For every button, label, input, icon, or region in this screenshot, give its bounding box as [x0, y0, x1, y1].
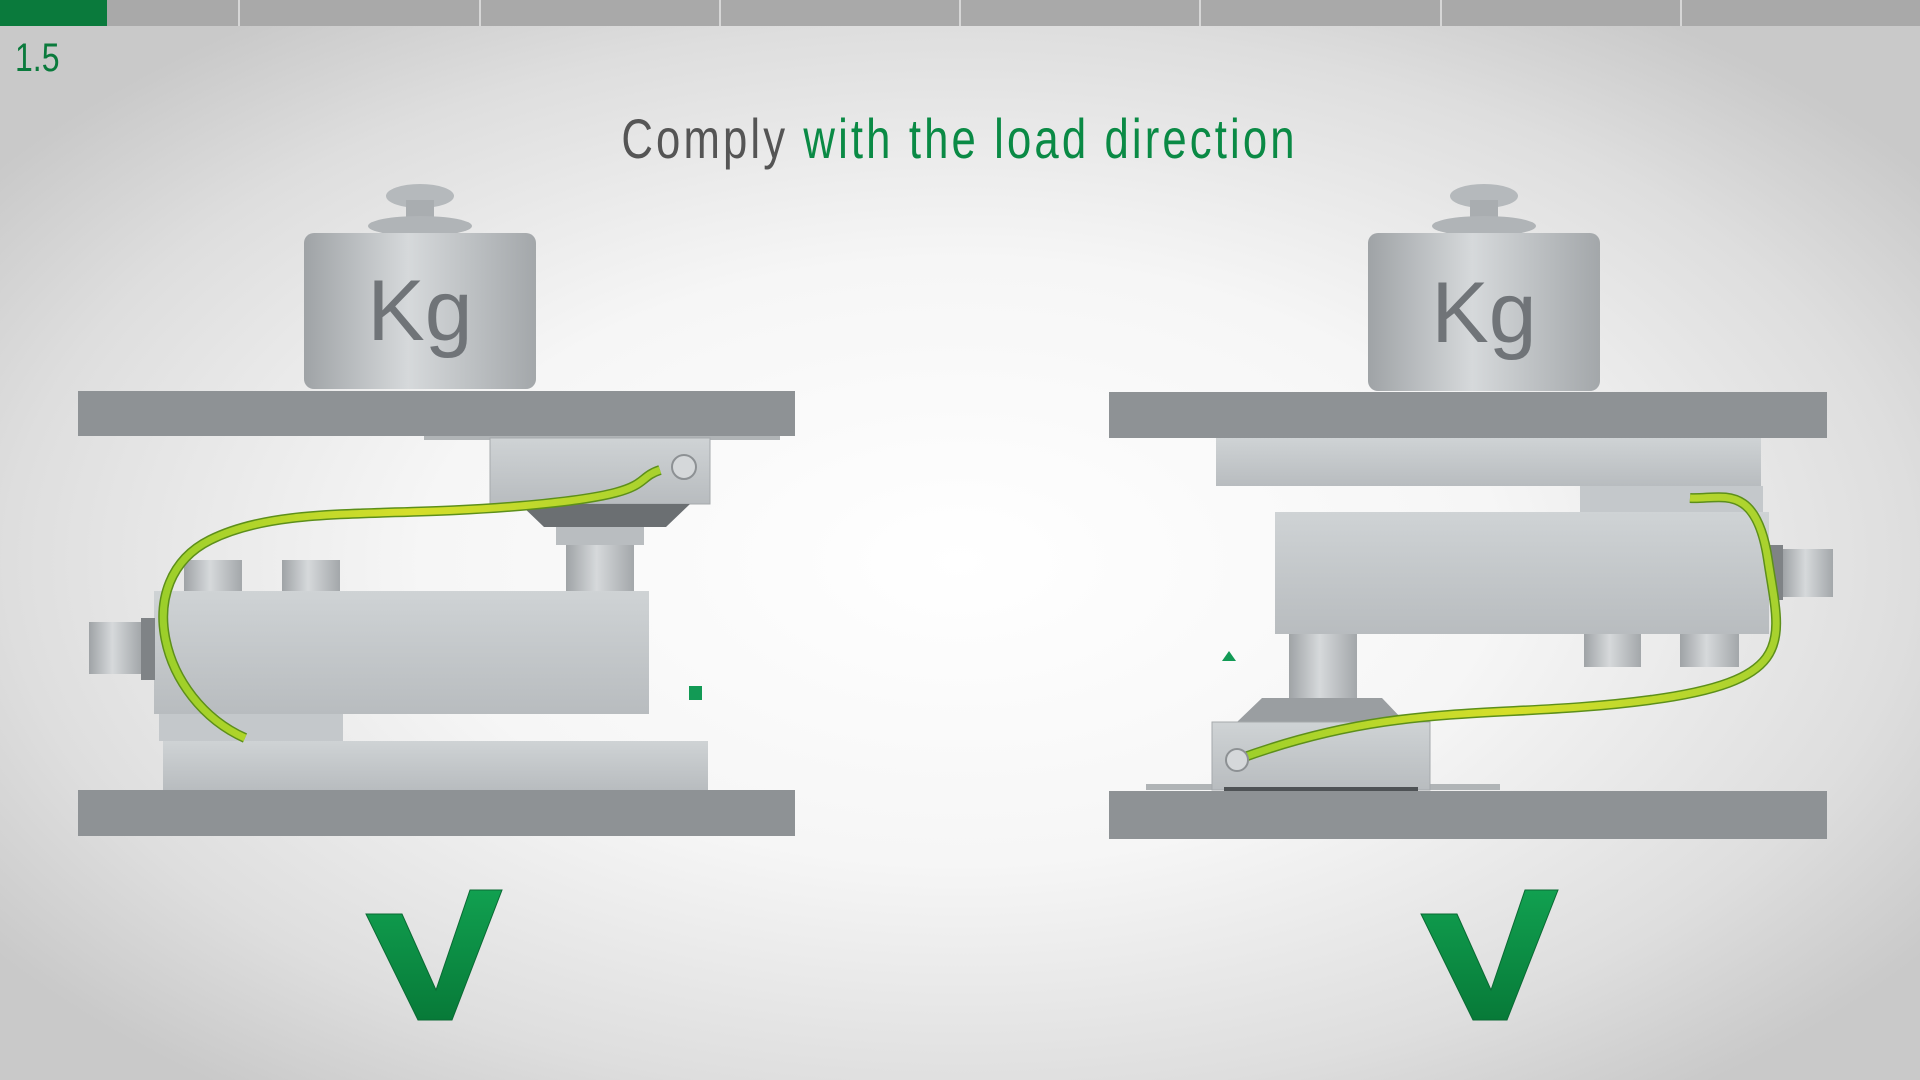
nut-stack-right	[1289, 634, 1357, 698]
progress-segment-6[interactable]	[1201, 0, 1442, 26]
progress-segment-3[interactable]	[481, 0, 721, 26]
marker-right	[1222, 651, 1236, 661]
chapter-progress-bar[interactable]	[0, 0, 1920, 26]
progress-fill	[0, 0, 108, 26]
top-plate-right	[1109, 392, 1827, 438]
progress-segment-7[interactable]	[1442, 0, 1682, 26]
right-assembly: Kg	[1109, 184, 1833, 839]
load-cell-left	[154, 591, 649, 714]
checkmark-icon-right	[1420, 889, 1559, 1021]
ground-cable-left	[159, 466, 662, 742]
weight-label-left: Kg	[367, 263, 472, 359]
base-block-left	[163, 741, 708, 790]
bottom-plate-right	[1109, 791, 1827, 839]
weight-label-right: Kg	[1431, 265, 1536, 361]
bottom-plate-left	[78, 790, 795, 836]
checkmark-icon-left	[365, 889, 503, 1021]
progress-segment-1[interactable]	[0, 0, 241, 26]
marker-left	[689, 686, 702, 700]
upper-block-right	[1216, 438, 1761, 486]
slide-title: Comply with the load direction	[0, 106, 1920, 171]
progress-segment-4[interactable]	[721, 0, 961, 26]
title-part-1: Comply	[621, 107, 789, 170]
weight-left: Kg	[304, 184, 536, 389]
top-plate-left	[78, 391, 795, 436]
progress-segment-2[interactable]	[240, 0, 481, 26]
connector-left	[89, 622, 141, 674]
weight-right: Kg	[1368, 184, 1600, 391]
connector-right	[1783, 549, 1833, 597]
left-assembly: Kg	[78, 184, 795, 836]
title-part-2: with the load direction	[803, 107, 1299, 170]
nut-stack-left	[566, 545, 634, 591]
ground-cable-right	[1237, 493, 1780, 763]
progress-segment-5[interactable]	[961, 0, 1202, 26]
chapter-number: 1.5	[15, 36, 60, 80]
load-cell-right	[1275, 512, 1769, 634]
